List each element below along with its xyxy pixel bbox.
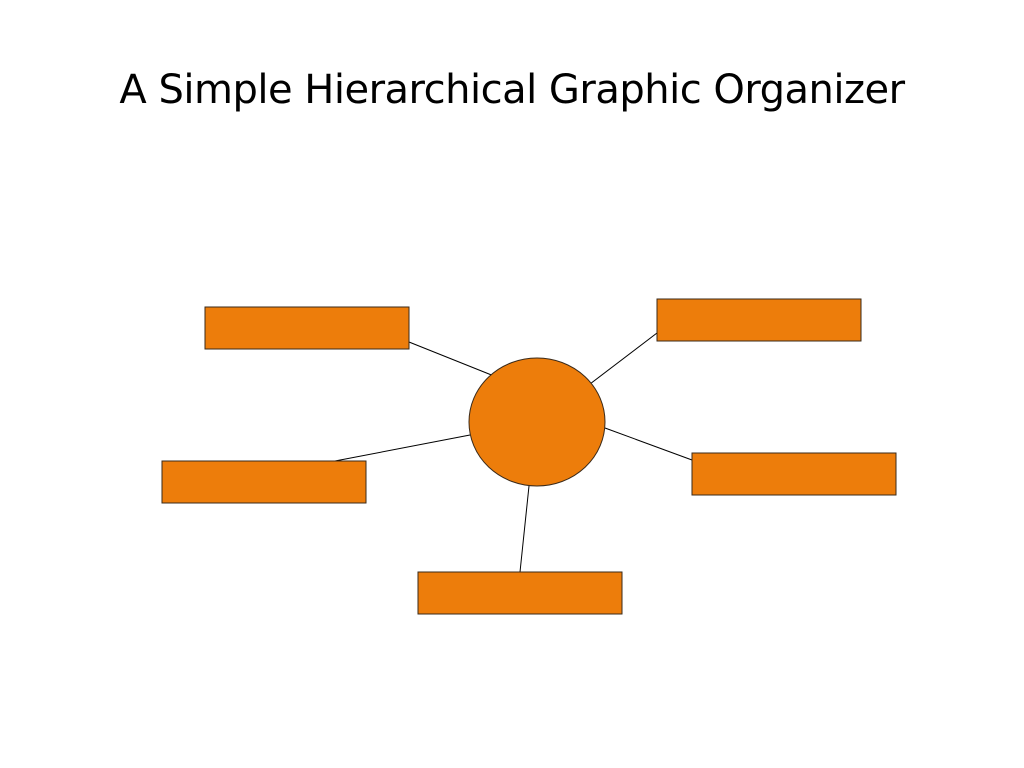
slide-title: A Simple Hierarchical Graphic Organizer (119, 67, 905, 113)
connector-middle-left (334, 434, 471, 462)
central-node[interactable] (468, 357, 606, 487)
branch-box-top-right[interactable] (656, 298, 862, 342)
branch-box-middle-right[interactable] (691, 452, 897, 496)
connector-middle-right (604, 427, 693, 461)
connector-bottom (519, 485, 530, 573)
branch-box-top-left[interactable] (204, 306, 410, 350)
connector-top-right (589, 332, 658, 385)
branch-box-middle-left[interactable] (161, 460, 367, 504)
branch-box-bottom[interactable] (417, 571, 623, 615)
connector-top-left (408, 341, 495, 377)
